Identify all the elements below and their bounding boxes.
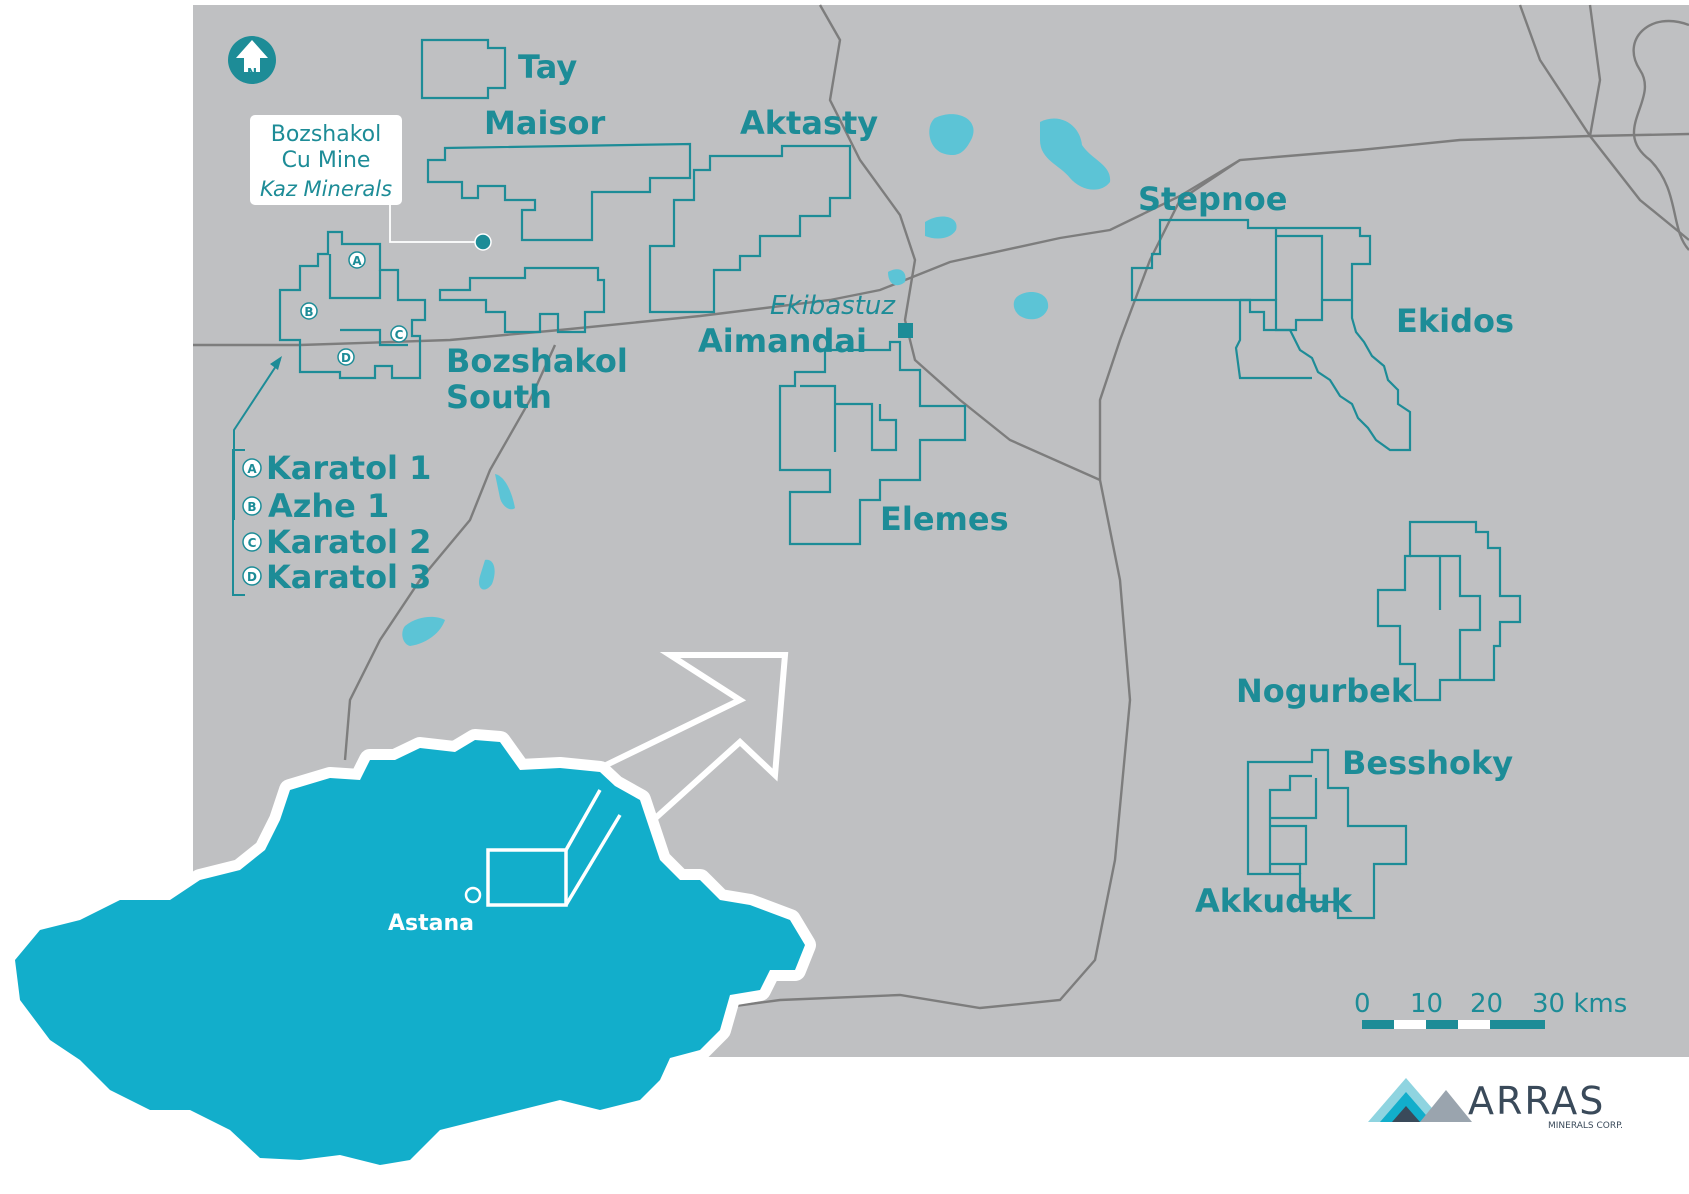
callout-line2: Cu Mine [282, 148, 371, 173]
legend-karatol-2: Karatol 2 [266, 523, 431, 561]
label-stepnoe: Stepnoe [1138, 180, 1287, 218]
legend-karatol-3: Karatol 3 [266, 558, 431, 596]
legend-letter-c: C [248, 536, 257, 550]
tenement-maisor [426, 142, 692, 242]
north-arrow-icon: N [228, 36, 276, 84]
label-maisor: Maisor [484, 104, 605, 142]
tenement-stepnoe [1130, 218, 1372, 332]
bozshakol-mine-callout: Bozshakol Cu Mine Kaz Minerals [250, 115, 492, 251]
tenement-aktasty [648, 144, 852, 314]
label-akkuduk: Akkuduk [1195, 882, 1353, 920]
scale-bar: 0 10 20 30 kms [1354, 989, 1627, 1029]
legend-azhe-1: Azhe 1 [268, 487, 389, 525]
roads [193, 4, 1689, 1010]
label-nogurbek: Nogurbek [1236, 672, 1413, 710]
ekibastuz-town-marker [898, 323, 913, 338]
callout-line3: Kaz Minerals [260, 177, 392, 201]
legend-letter-d: D [247, 570, 257, 584]
legend-karatol-1: Karatol 1 [266, 449, 431, 487]
arras-logo: ARRAS MINERALS CORP. [1368, 1078, 1623, 1131]
tenement-labels: Tay Maisor Aktasty Stepnoe Ekidos Ekibas… [446, 48, 1514, 920]
inset-project-area [486, 848, 568, 907]
astana-marker [464, 886, 482, 904]
tenement-nogurbek [1376, 520, 1522, 702]
callout-line1: Bozshakol [271, 122, 382, 147]
brand-subtitle: MINERALS CORP. [1548, 1121, 1623, 1131]
tenement-ekidos [1234, 298, 1412, 452]
karatol-legend: A Karatol 1 B Azhe 1 C Karatol 2 D Karat… [232, 356, 431, 596]
marker-d: D [341, 351, 351, 365]
scale-tick-10: 10 [1410, 989, 1443, 1019]
kazakhstan-shape [15, 740, 805, 1165]
tenement-besshoky-akkuduk [1246, 748, 1408, 920]
label-ekidos: Ekidos [1396, 302, 1514, 340]
brand-name: ARRAS [1468, 1079, 1605, 1123]
legend-letter-b: B [247, 500, 256, 514]
marker-b: B [304, 305, 313, 319]
scale-tick-0: 0 [1354, 989, 1371, 1019]
mine-location-marker [474, 233, 492, 251]
label-besshoky: Besshoky [1342, 744, 1513, 782]
marker-a: A [352, 254, 362, 268]
label-elemes: Elemes [880, 500, 1009, 538]
scale-tick-20: 20 [1470, 989, 1503, 1019]
label-bozshakol-south-2: South [446, 378, 552, 416]
label-ekibastuz: Ekibastuz [770, 291, 896, 321]
label-bozshakol-south-1: Bozshakol [446, 342, 628, 380]
tenement-bozshakol-south [438, 266, 606, 334]
label-tay: Tay [518, 48, 577, 86]
label-aimandai: Aimandai [698, 322, 867, 360]
tenement-karatol [278, 230, 427, 380]
tenement-tay [420, 38, 507, 100]
marker-c: C [395, 328, 404, 342]
lakes [402, 114, 1111, 646]
karatol-markers: A B C D [300, 251, 408, 366]
tenement-aimandai-elemes [778, 340, 967, 546]
scale-tick-30: 30 kms [1532, 989, 1627, 1019]
kazakhstan-inset: Astana [4, 729, 816, 1176]
legend-letter-a: A [247, 462, 257, 476]
tenement-outlines [278, 38, 1522, 920]
arras-logo-mark-icon [1368, 1078, 1472, 1122]
label-aktasty: Aktasty [740, 104, 878, 142]
north-label: N [247, 66, 257, 80]
label-astana: Astana [388, 911, 474, 936]
